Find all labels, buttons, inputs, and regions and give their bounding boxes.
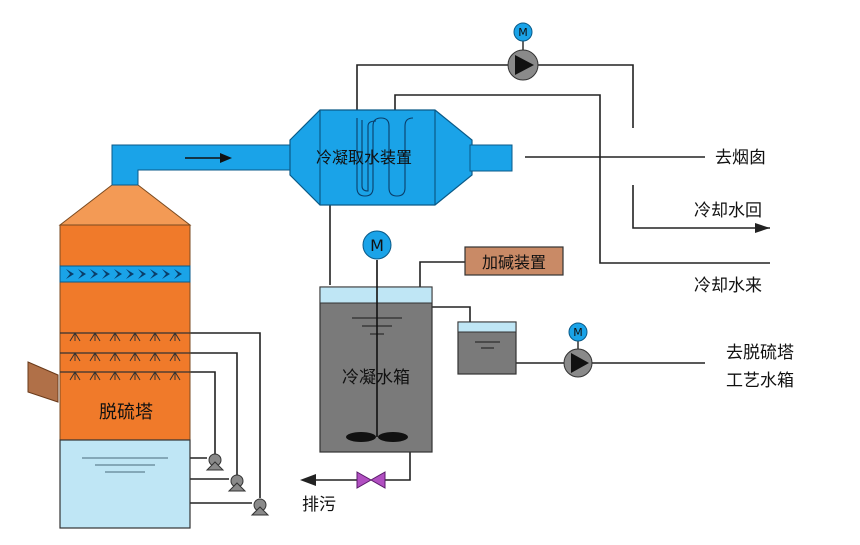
chevron-band-marks <box>66 269 182 279</box>
agitator-motor-symbol: M <box>370 236 384 255</box>
to-chimney-label: 去烟囱 <box>715 148 766 168</box>
spray-nozzles <box>69 332 181 381</box>
flow-arrows <box>300 223 770 486</box>
top-pump: M <box>507 22 539 81</box>
top-motor-symbol: M <box>518 26 528 39</box>
to-tower-tank-label-1: 去脱硫塔 <box>726 343 794 363</box>
drain-valve <box>356 471 386 489</box>
circulation-pumps <box>205 453 270 516</box>
small-tank <box>457 321 517 375</box>
condenser-unit: 冷凝取水装置 <box>289 109 513 206</box>
sump-water-lines <box>82 457 168 473</box>
alkali-device: 加碱装置 <box>464 246 564 276</box>
right-motor-symbol: M <box>573 326 583 339</box>
circulation-pump-3 <box>250 498 270 516</box>
flue-duct <box>111 144 293 186</box>
condenser-label: 冷凝取水装置 <box>316 148 412 167</box>
condenser-coil <box>356 117 414 197</box>
condensate-tank: M 冷凝水箱 <box>319 230 433 453</box>
to-tower-tank-label-2: 工艺水箱 <box>726 371 794 391</box>
right-pump: M <box>563 322 593 378</box>
cooling-water-return-label: 冷却水回 <box>694 201 762 221</box>
circulation-pump-1 <box>205 453 225 471</box>
alkali-device-label: 加碱装置 <box>482 253 546 272</box>
circulation-pump-2 <box>227 474 247 492</box>
tank-label: 冷凝水箱 <box>342 368 410 388</box>
cooling-water-supply-label: 冷却水来 <box>694 276 762 296</box>
pipe-lines <box>190 64 770 504</box>
tower-label: 脱硫塔 <box>99 402 153 423</box>
desulfurization-tower: 脱硫塔 <box>27 184 192 529</box>
drain-label: 排污 <box>302 495 336 515</box>
